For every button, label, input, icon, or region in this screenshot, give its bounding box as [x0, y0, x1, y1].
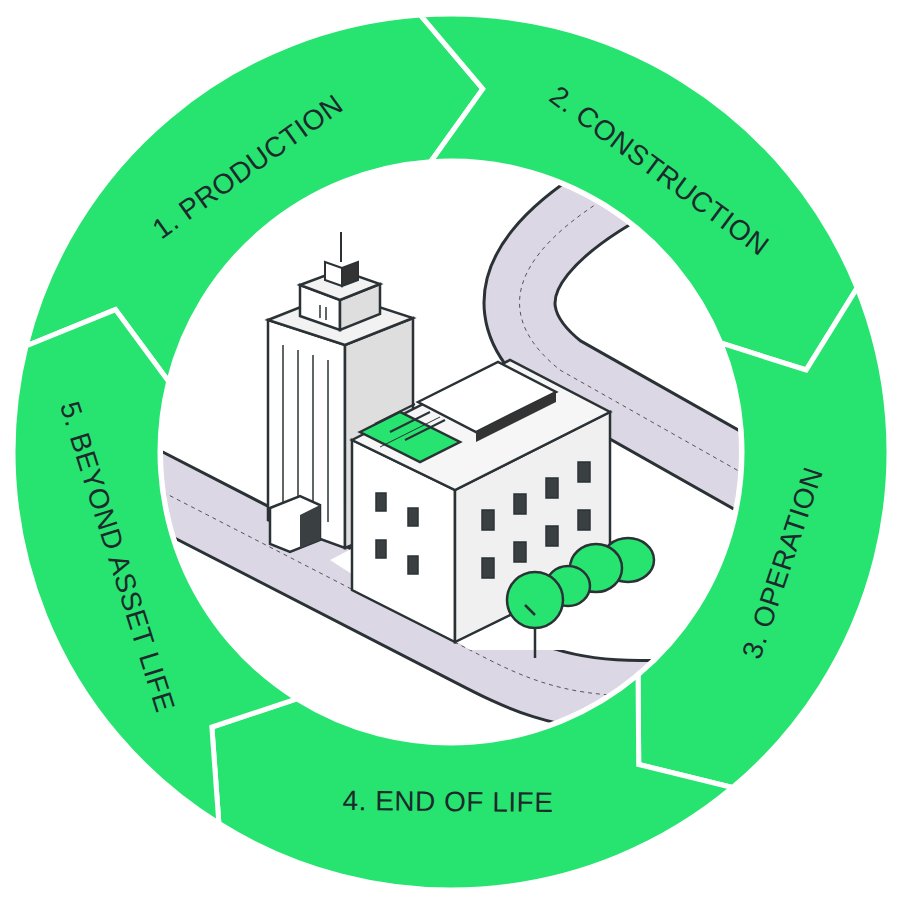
tower-stripes — [283, 305, 328, 522]
arrow-outline — [638, 288, 889, 788]
solar-grid — [375, 404, 445, 447]
trees — [507, 538, 654, 658]
windows — [376, 462, 590, 578]
arrow-shape — [416, 10, 880, 386]
arrow-outline — [420, 14, 857, 370]
annex — [270, 496, 320, 552]
tower-cap — [325, 262, 342, 286]
roof-unit — [418, 362, 556, 432]
antenna — [340, 232, 342, 262]
solar-panel — [360, 412, 460, 462]
arrow-outline — [13, 310, 297, 824]
cycle-arrow: 3. OPERATION — [601, 283, 893, 828]
building-roof — [352, 360, 610, 490]
stage-label: 4. END OF LIFE — [342, 787, 553, 817]
roof-unit-side — [476, 392, 556, 442]
arrow-outline — [212, 675, 733, 890]
arrow-shape — [9, 283, 301, 828]
cycle-arrow: 5. BEYOND ASSET LIFE — [9, 283, 301, 828]
arrow-shape — [601, 283, 893, 828]
cycle-arrow: 2. CONSTRUCTION — [416, 10, 880, 386]
annex-shade — [300, 505, 320, 548]
tower-cap-side — [342, 262, 358, 286]
